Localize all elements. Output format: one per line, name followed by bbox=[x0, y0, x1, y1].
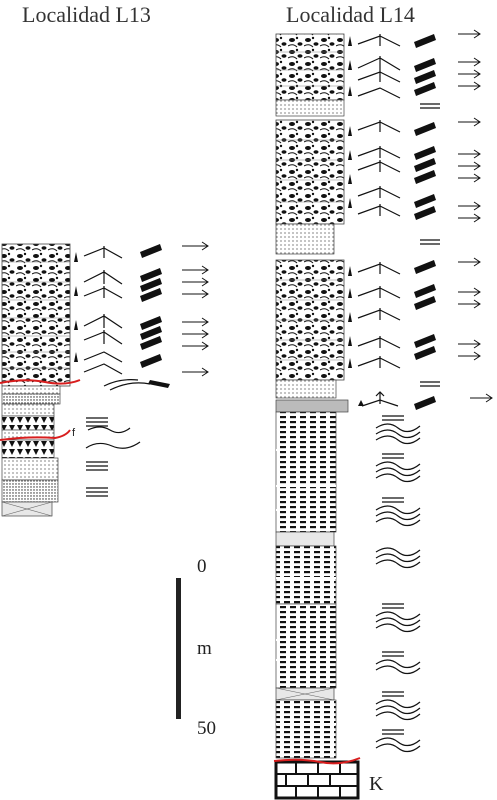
structure-symbols-l13 bbox=[74, 241, 209, 497]
basement-label: K bbox=[369, 773, 384, 795]
fault-marker-label: f bbox=[72, 427, 76, 439]
column-title-l14: Localidad L14 bbox=[286, 2, 415, 27]
lamination-symbols-l14 bbox=[375, 415, 421, 753]
scale-top-label: 0 bbox=[197, 556, 207, 577]
column-title-l13: Localidad L13 bbox=[22, 2, 151, 27]
column-l13 bbox=[0, 243, 81, 517]
scale-bottom-label: 50 bbox=[197, 718, 216, 739]
scale-unit-label: m bbox=[197, 638, 212, 659]
structure-symbols-l14 bbox=[348, 29, 493, 410]
scale-bar bbox=[176, 578, 181, 719]
column-l14 bbox=[273, 33, 361, 800]
